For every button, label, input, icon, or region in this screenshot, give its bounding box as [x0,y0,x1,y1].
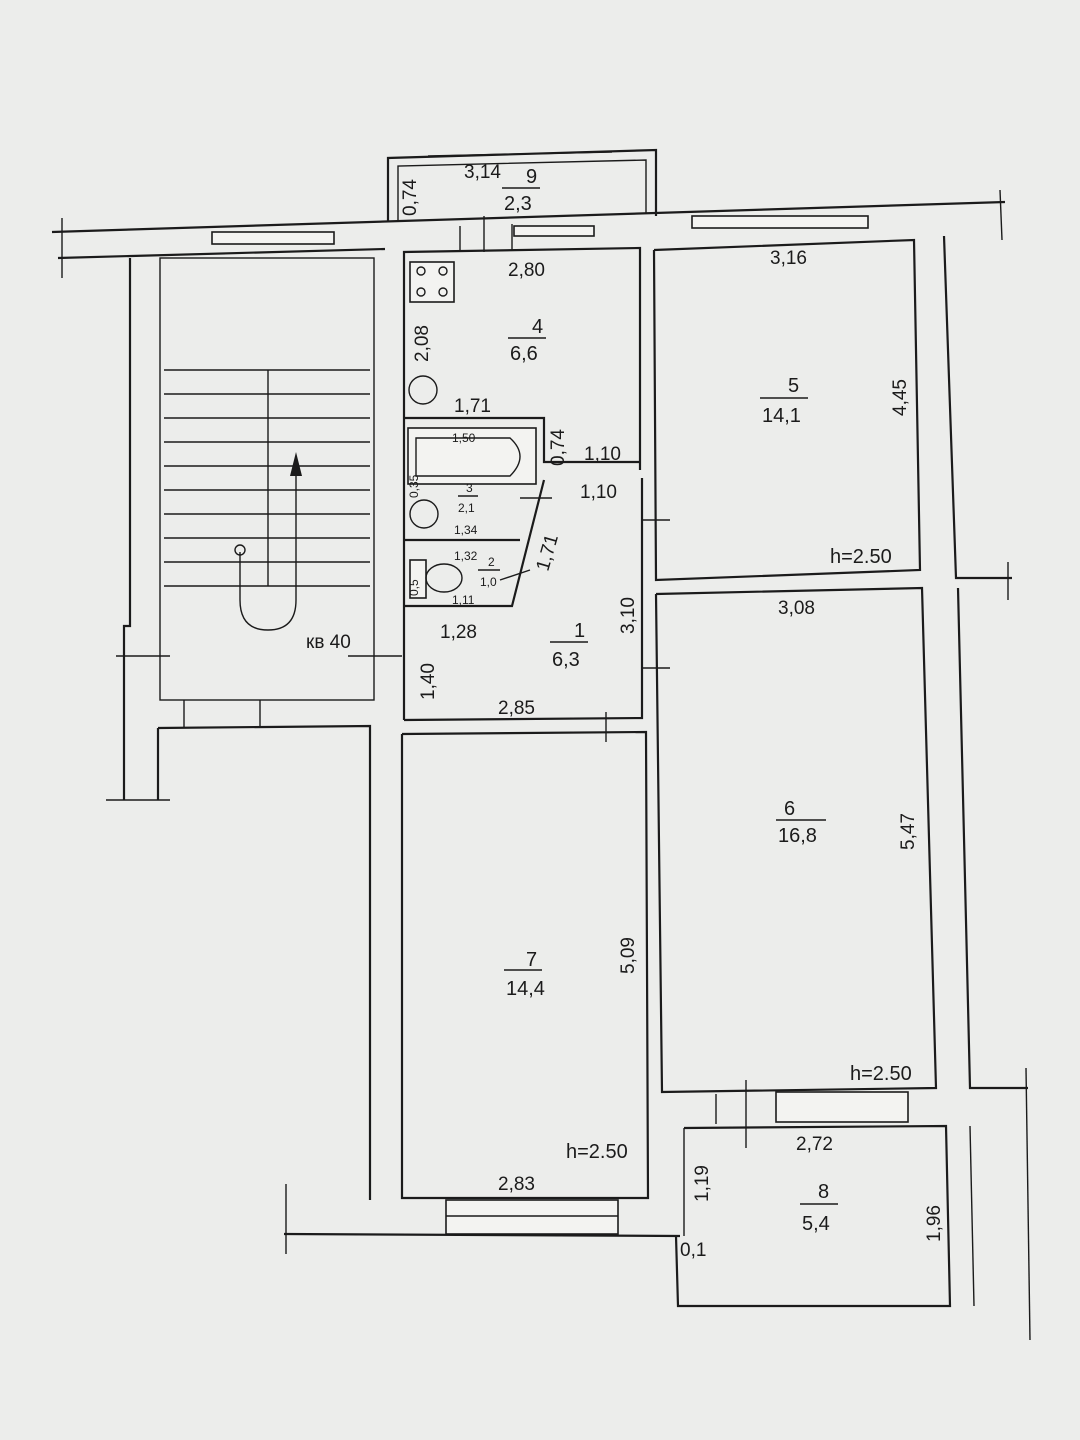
dim-kitchen-width: 2,80 [508,260,545,281]
dim-room-5-width: 3,16 [770,248,807,269]
room-2-number: 2 [488,555,495,569]
dim-hall-depth: 3,10 [618,597,639,634]
dim-hall-c: 1,28 [440,622,477,643]
dim-kitchen-depth: 2,08 [412,325,433,362]
stairwell [106,257,402,1200]
dim-hall-entry: 1,40 [418,663,439,700]
room-2-wc [409,559,531,599]
dim-hall-width: 2,85 [498,698,535,719]
room-3-area: 2,1 [458,501,475,515]
ceiling-height-room-6: h=2.50 [850,1063,912,1085]
room-7 [283,730,681,1254]
room-5 [652,235,1012,600]
balcony-9 [386,148,658,222]
dim-bath-inner: 1,34 [454,523,478,537]
ceiling-height-room-5: h=2.50 [830,546,892,568]
room-9-number: 9 [526,166,537,188]
dim-balcony-8-small: 0,1 [680,1240,706,1261]
dim-balcony-8-width: 2,72 [796,1134,833,1155]
room-1-area: 6,3 [552,649,580,671]
dim-balcony-8-depth: 1,96 [924,1205,945,1242]
room-4-number: 4 [532,316,543,338]
dim-room-6-depth: 5,47 [898,813,919,850]
dim-balcony-8-side: 1,19 [692,1165,713,1202]
room-1-number: 1 [574,620,585,642]
dim-balcony-9-depth: 0,74 [400,179,421,216]
room-labels: 9 2,3 4 6,6 3 2,1 2 1,0 1 6,3 5 14,1 6 1… [306,166,838,1235]
dim-bath-tub: 1,50 [452,431,476,445]
room-5-area: 14,1 [762,405,801,427]
dim-bath-width: 1,71 [454,396,491,417]
dim-wc-side: 0,5 [407,579,421,596]
ceiling-height-room-7: h=2.50 [566,1141,628,1163]
dim-room-5-depth: 4,45 [890,379,911,416]
room-6-number: 6 [784,798,795,820]
dim-balcony-9-width: 3,14 [464,162,501,183]
room-4-area: 6,6 [510,343,538,365]
dim-room-7-width: 2,83 [498,1174,535,1195]
apartment-label: кв 40 [306,632,351,653]
dim-room-7-depth: 5,09 [618,937,639,974]
dim-wc-inner: 1,11 [452,593,475,607]
dimension-labels: 3,14 0,74 2,80 2,08 1,71 1,50 0,74 1,34 … [400,162,945,1261]
room-8-number: 8 [818,1181,829,1203]
room-5-number: 5 [788,375,799,397]
facade-walls [51,189,1006,278]
room-8-area: 5,4 [802,1213,830,1235]
dim-hall-a: 1,10 [584,444,621,465]
room-7-area: 14,4 [506,978,545,1000]
room-4-kitchen [402,246,642,620]
room-6-area: 16,8 [778,825,817,847]
room-2-area: 1,0 [480,575,497,589]
ceiling-heights: h=2.50 h=2.50 h=2.50 [566,546,912,1163]
room-7-number: 7 [526,949,537,971]
dim-diagonal: 1,71 [533,532,563,573]
dim-bath-depth: 0,74 [548,429,569,466]
room-3-number: 3 [466,481,473,495]
room-6 [654,586,1031,1341]
room-9-area: 2,3 [504,193,532,215]
room-3-bathroom [404,427,552,608]
balcony-8 [674,1080,975,1308]
dim-wc-width: 1,32 [454,549,478,563]
dim-hall-b: 1,10 [580,482,617,503]
dim-room-6-width: 3,08 [778,598,815,619]
dim-bath-side: 0,35 [407,474,421,498]
